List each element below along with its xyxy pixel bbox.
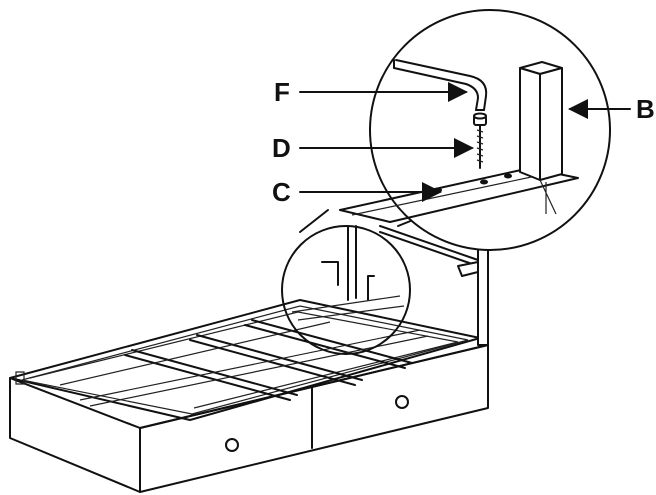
hole-2	[480, 179, 488, 185]
callout-d: D	[272, 133, 474, 163]
callout-c: C	[272, 177, 442, 207]
callout-f: F	[274, 77, 468, 107]
detail-circle-small	[281, 225, 411, 355]
drawer-knob-left	[225, 438, 239, 452]
callout-label-f: F	[274, 77, 290, 107]
post-b-left	[519, 67, 541, 181]
zoom-circle	[339, 9, 611, 251]
callout-label-c: C	[272, 177, 291, 207]
post-b-right	[539, 67, 563, 181]
bolt-d-icon	[473, 112, 487, 169]
callout-b: B	[568, 94, 655, 124]
hole-3	[504, 173, 512, 179]
bed-frame	[9, 225, 489, 493]
drawer-knob-right	[395, 395, 409, 409]
callout-label-b: B	[636, 94, 655, 124]
callout-label-d: D	[272, 133, 291, 163]
allen-key-f-icon	[395, 59, 488, 111]
slats	[59, 319, 429, 407]
zoom-connector-left	[299, 209, 329, 233]
inner-post	[347, 225, 357, 301]
head-post	[477, 239, 489, 346]
